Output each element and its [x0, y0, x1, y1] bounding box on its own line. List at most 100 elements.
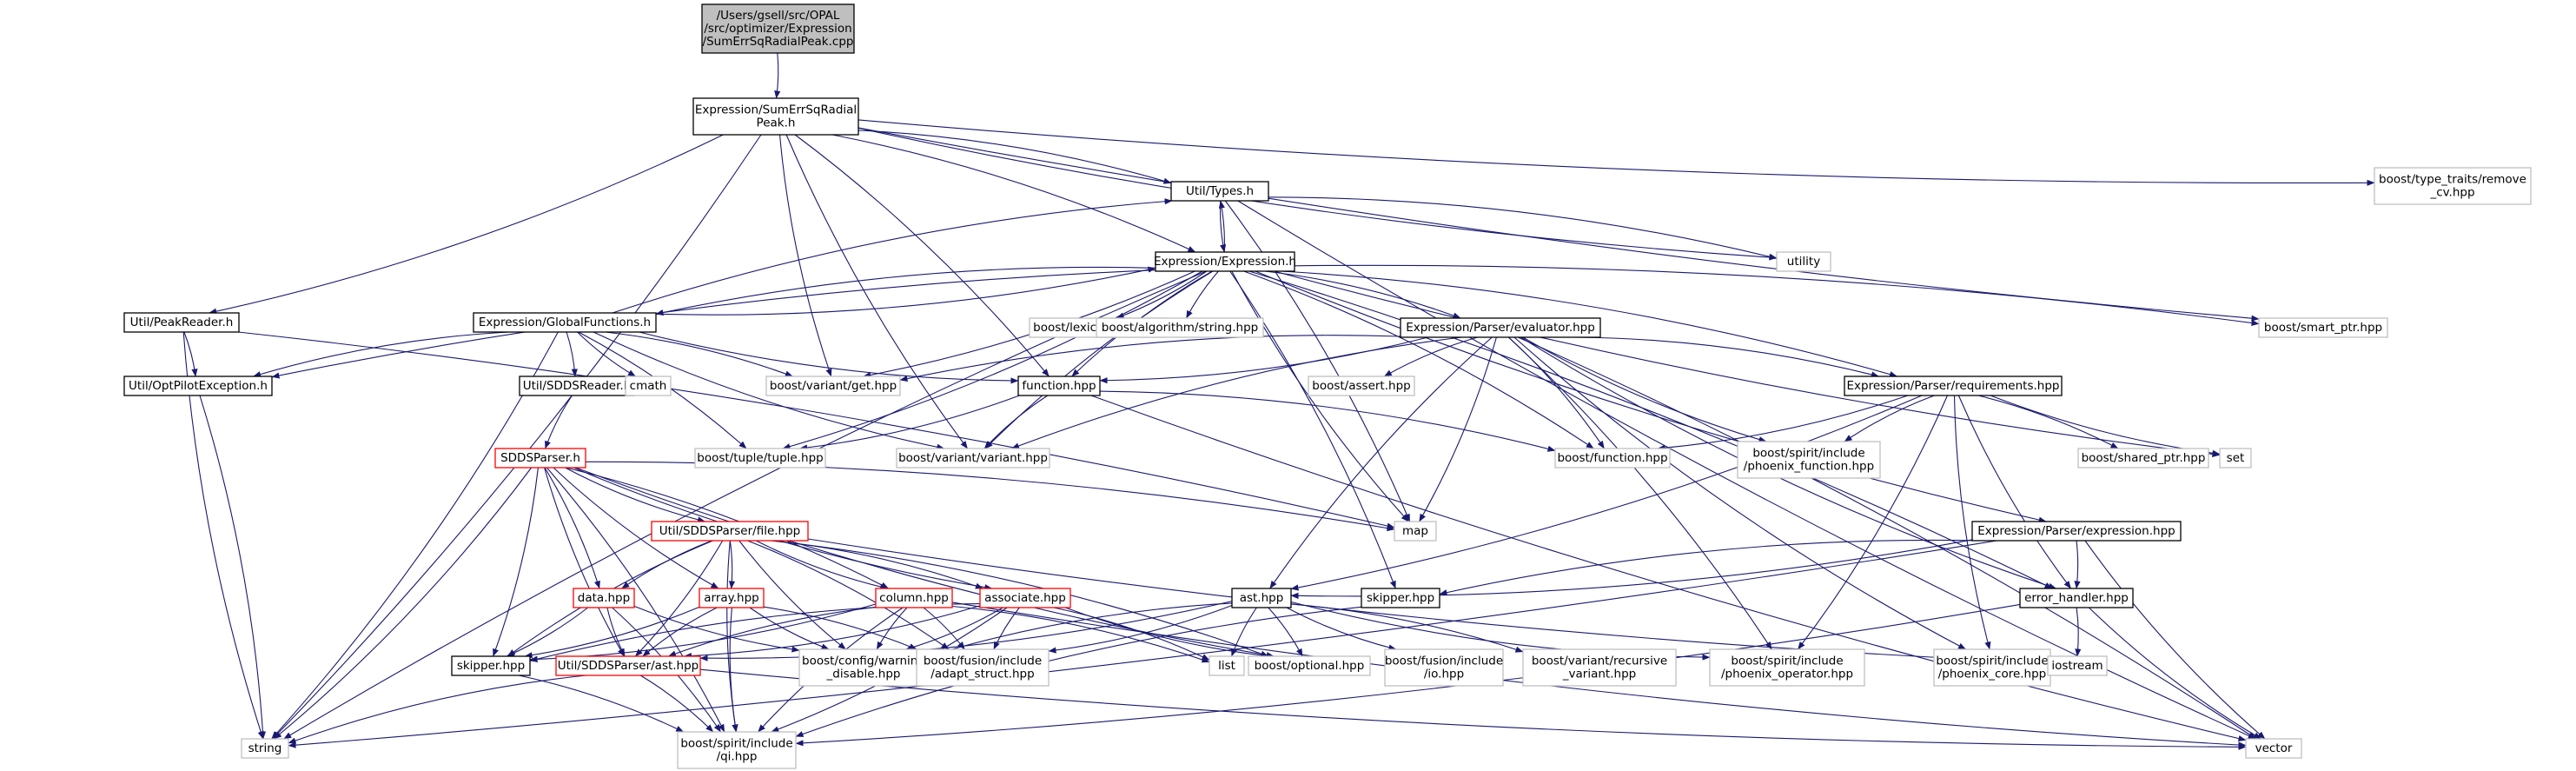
node-box-fusionio[interactable]	[1384, 648, 1504, 687]
node-errorhandler[interactable]: error_handler.hpp	[2019, 588, 2134, 608]
node-box-requirements[interactable]	[1844, 376, 2063, 396]
node-vector[interactable]: vector	[2245, 738, 2302, 759]
node-box-globalfunctions[interactable]	[473, 312, 657, 333]
node-box-phoenixoperator[interactable]	[1709, 648, 1865, 687]
node-function[interactable]: function.hpp	[1017, 376, 1101, 396]
node-box-evaluator[interactable]	[1400, 317, 1601, 338]
node-box-qi[interactable]	[677, 731, 797, 769]
node-requirements[interactable]: Expression/Parser/requirements.hpp	[1844, 376, 2063, 396]
node-optpilot[interactable]: Util/OptPilotException.h	[123, 376, 273, 396]
node-string[interactable]: string	[241, 738, 289, 759]
node-box-expression[interactable]	[1155, 251, 1295, 272]
node-set[interactable]: set	[2219, 448, 2252, 469]
node-root[interactable]: /Users/gsell/src/OPAL/src/optimizer/Expr…	[701, 3, 855, 54]
node-sharedptr[interactable]: boost/shared_ptr.hpp	[2077, 448, 2209, 469]
node-box-types[interactable]	[1170, 181, 1269, 202]
node-box-adaptstruct[interactable]	[916, 648, 1050, 687]
node-box-phoenixcore[interactable]	[1933, 648, 2051, 687]
node-skipper1[interactable]: skipper.hpp	[451, 655, 531, 676]
node-cmath[interactable]: cmath	[625, 376, 672, 396]
node-parserexpression[interactable]: Expression/Parser/expression.hpp	[1971, 521, 2182, 542]
node-box-errorhandler[interactable]	[2019, 588, 2134, 608]
node-boostfunction[interactable]: boost/function.hpp	[1554, 448, 1671, 469]
node-adaptstruct[interactable]: boost/fusion/include/adapt_struct.hpp	[916, 648, 1050, 687]
node-box-warningdisable[interactable]	[798, 648, 929, 687]
node-box-sharedptr[interactable]	[2077, 448, 2209, 469]
node-box-array[interactable]	[699, 588, 765, 608]
node-filehpp[interactable]: Util/SDDSParser/file.hpp	[651, 521, 809, 542]
node-utility[interactable]: utility	[1776, 251, 1831, 272]
node-globalfunctions[interactable]: Expression/GlobalFunctions.h	[473, 312, 657, 333]
node-box-phoenixfunction[interactable]	[1737, 441, 1881, 479]
node-skipper2[interactable]: skipper.hpp	[1361, 588, 1440, 608]
edge-optpilot-to-string	[199, 395, 267, 740]
node-phoenixfunction[interactable]: boost/spirit/include/phoenix_function.hp…	[1737, 441, 1881, 479]
node-box-utility[interactable]	[1776, 251, 1831, 272]
node-box-ast[interactable]	[1231, 588, 1292, 608]
node-box-filehpp[interactable]	[651, 521, 809, 542]
node-box-assert[interactable]	[1308, 376, 1415, 396]
node-expression[interactable]: Expression/Expression.h	[1154, 251, 1296, 272]
node-sddsparser[interactable]: SDDSParser.h	[494, 448, 586, 469]
node-box-column[interactable]	[875, 588, 953, 608]
node-tuple[interactable]: boost/tuple/tuple.hpp	[694, 448, 826, 469]
node-phoenixoperator[interactable]: boost/spirit/include/phoenix_operator.hp…	[1709, 648, 1865, 687]
node-box-recursivevariant[interactable]	[1522, 648, 1677, 687]
node-box-peakreader[interactable]	[123, 312, 240, 333]
node-ast[interactable]: ast.hpp	[1231, 588, 1292, 608]
node-box-sddsast[interactable]	[555, 655, 701, 676]
node-box-cmath[interactable]	[625, 376, 672, 396]
node-evaluator[interactable]: Expression/Parser/evaluator.hpp	[1400, 317, 1601, 338]
node-list[interactable]: list	[1209, 655, 1245, 676]
node-variant[interactable]: boost/variant/variant.hpp	[896, 448, 1050, 469]
node-optional[interactable]: boost/optional.hpp	[1248, 655, 1371, 676]
node-recursivevariant[interactable]: boost/variant/recursive_variant.hpp	[1522, 648, 1677, 687]
node-sddsast[interactable]: Util/SDDSParser/ast.hpp	[555, 655, 701, 676]
node-box-boostfunction[interactable]	[1554, 448, 1671, 469]
node-peakreader[interactable]: Util/PeakReader.h	[123, 312, 240, 333]
node-fusionio[interactable]: boost/fusion/include/io.hpp	[1384, 648, 1504, 687]
node-label-sddsreader: Util/SDDSReader.h	[523, 379, 632, 393]
node-box-skipper2[interactable]	[1361, 588, 1440, 608]
node-box-variantget[interactable]	[765, 376, 901, 396]
node-column[interactable]: column.hpp	[875, 588, 953, 608]
node-box-iostream[interactable]	[2047, 655, 2108, 676]
node-box-algostring[interactable]	[1096, 317, 1264, 338]
node-box-associate[interactable]	[979, 588, 1071, 608]
node-box-skipper1[interactable]	[451, 655, 531, 676]
node-box-function[interactable]	[1017, 376, 1101, 396]
node-box-map[interactable]	[1394, 521, 1437, 542]
node-box-sddsparser[interactable]	[494, 448, 586, 469]
node-box-set[interactable]	[2219, 448, 2252, 469]
node-assert[interactable]: boost/assert.hpp	[1308, 376, 1415, 396]
node-phoenixcore[interactable]: boost/spirit/include/phoenix_core.hpp	[1933, 648, 2051, 687]
node-array[interactable]: array.hpp	[699, 588, 765, 608]
node-box-optional[interactable]	[1248, 655, 1371, 676]
node-warningdisable[interactable]: boost/config/warning_disable.hpp	[798, 648, 929, 687]
node-box-variant[interactable]	[896, 448, 1050, 469]
node-sddsreader[interactable]: Util/SDDSReader.h	[519, 376, 635, 396]
node-box-list[interactable]	[1209, 655, 1245, 676]
node-qi[interactable]: boost/spirit/include/qi.hpp	[677, 731, 797, 769]
node-box-vector[interactable]	[2245, 738, 2302, 759]
node-map[interactable]: map	[1394, 521, 1437, 542]
node-box-optpilot[interactable]	[123, 376, 273, 396]
node-variantget[interactable]: boost/variant/get.hpp	[765, 376, 901, 396]
node-algostring[interactable]: boost/algorithm/string.hpp	[1096, 317, 1264, 338]
node-box-tuple[interactable]	[694, 448, 826, 469]
node-types[interactable]: Util/Types.h	[1170, 181, 1269, 202]
node-smartptr[interactable]: boost/smart_ptr.hpp	[2258, 317, 2388, 338]
node-box-sumerr[interactable]	[692, 97, 859, 136]
node-sumerr[interactable]: Expression/SumErrSqRadialPeak.h	[692, 97, 859, 136]
node-data[interactable]: data.hpp	[573, 588, 635, 608]
node-iostream[interactable]: iostream	[2047, 655, 2108, 676]
node-typetraits[interactable]: boost/type_traits/remove_cv.hpp	[2374, 167, 2532, 205]
node-box-data[interactable]	[573, 588, 635, 608]
node-box-parserexpression[interactable]	[1971, 521, 2182, 542]
node-box-typetraits[interactable]	[2374, 167, 2532, 205]
node-box-string[interactable]	[241, 738, 289, 759]
node-box-root[interactable]	[701, 3, 855, 54]
node-label-warningdisable: boost/config/warning	[802, 655, 925, 668]
node-associate[interactable]: associate.hpp	[979, 588, 1071, 608]
node-box-smartptr[interactable]	[2258, 317, 2388, 338]
